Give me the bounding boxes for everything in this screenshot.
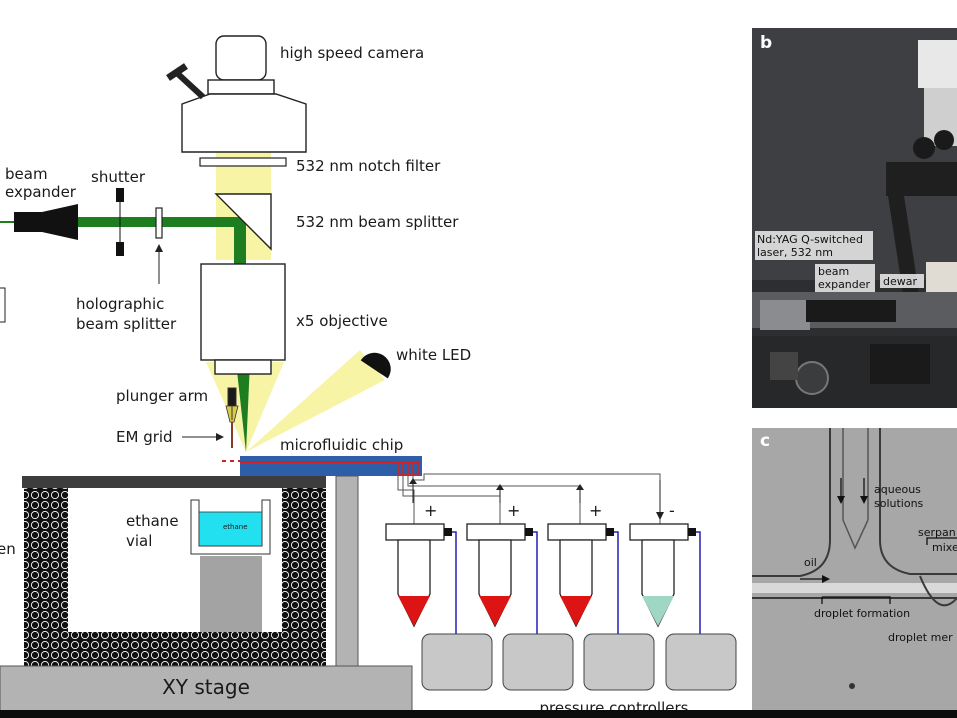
holographic-beam-splitter — [155, 207, 163, 239]
camera-label: high speed camera — [280, 44, 424, 62]
panel-c-letter: c — [760, 431, 770, 451]
objective-label: x5 objective — [296, 312, 388, 330]
panel-c-oil-label: oil — [804, 556, 817, 569]
panel-b-letter: b — [760, 33, 772, 53]
beam-expander-label: beam expander — [5, 165, 77, 201]
panel-b-expander-label: beam expander — [818, 265, 871, 291]
white-led — [360, 352, 391, 379]
white-led-label: white LED — [396, 346, 471, 364]
ethane-small-label: ethane — [223, 523, 248, 531]
beam-expander-line2: expander — [5, 183, 77, 201]
vessel-4-sign: - — [669, 501, 675, 520]
plunger-arm-label: plunger arm — [116, 387, 208, 405]
notch-filter-label: 532 nm notch filter — [296, 157, 441, 175]
vessel-2-sign: + — [507, 501, 520, 520]
panel-c-droplet-merging-label: droplet mer — [888, 631, 953, 644]
em-grid-label: EM grid — [116, 428, 173, 446]
beam-splitter-label: 532 nm beam splitter — [296, 213, 459, 231]
microfluidic-chip-label: microfluidic chip — [280, 436, 403, 454]
panel-c-mixer-label: mixe — [932, 541, 957, 554]
high-speed-camera — [166, 35, 307, 153]
pressure-controllers — [421, 633, 737, 691]
ethane-vial — [190, 499, 271, 632]
ethane-vial-label: ethane vial — [126, 512, 183, 550]
nitrogen-dewar — [22, 476, 326, 666]
beam-expander-line1: beam — [5, 165, 48, 183]
beam-expander — [14, 204, 78, 240]
pressure-vessel-4 — [629, 480, 701, 636]
pressure-vessel-1 — [385, 478, 457, 636]
vessel-1-sign: + — [424, 501, 437, 520]
microfluidic-chip — [222, 456, 422, 476]
pressure-vessel-3 — [547, 484, 619, 636]
stage-post — [335, 475, 359, 669]
panel-b-dewar-label: dewar — [883, 275, 917, 288]
panel-c-droplet-formation-label: droplet formation — [814, 607, 910, 620]
partial-left-box — [0, 287, 6, 323]
panel-b-laser-label: Nd:YAG Q-switched laser, 532 nm — [757, 233, 866, 259]
pressure-vessel-2 — [466, 484, 538, 636]
beam-splitter-prism — [214, 193, 272, 251]
panel-c-serpentine-label: serpan — [918, 526, 956, 539]
xy-stage — [0, 665, 413, 713]
xy-stage-label: XY stage — [162, 675, 250, 699]
panel-c-photo — [752, 428, 957, 710]
x5-objective — [200, 263, 286, 375]
vessel-3-sign: + — [589, 501, 602, 520]
panel-b-photo — [752, 28, 957, 408]
notch-filter — [199, 157, 287, 167]
shutter — [116, 188, 124, 256]
nitrogen-label-partial: en — [0, 540, 16, 558]
shutter-label: shutter — [91, 168, 146, 186]
plunger-arm — [225, 387, 239, 423]
holographic-label: holographic beam splitter — [76, 295, 177, 333]
panel-c-aqueous-label: aqueous solutions — [874, 483, 924, 510]
bottom-strip — [0, 710, 957, 718]
